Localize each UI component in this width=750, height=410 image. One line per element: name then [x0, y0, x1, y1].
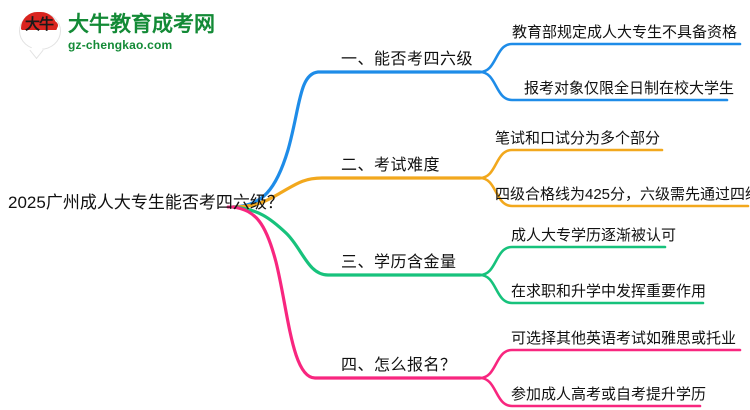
- branch-4-child-2-line: [478, 376, 702, 408]
- branch-1-child-2-label[interactable]: 报考对象仅限全日制在校大学生: [524, 80, 735, 97]
- branch-4-child-2-label[interactable]: 参加成人高考或自考提升学历: [511, 386, 707, 403]
- branch-2-child-2-label[interactable]: 四级合格线为425分，六级需先通过四级: [495, 186, 750, 203]
- branch-4-label[interactable]: 四、怎么报名？: [341, 357, 457, 374]
- branch-3-child-1-line: [478, 245, 667, 277]
- branch-3-child-2-line: [478, 273, 705, 305]
- branch-1-trunk: [231, 70, 482, 209]
- logo-wordmark: 大牛教育成考网 gz-chengkao.com: [68, 14, 215, 51]
- branch-2-child-2-line: [478, 176, 750, 208]
- root-node-label[interactable]: 2025广州成人大专生能否考四六级？: [8, 193, 284, 212]
- logo-site-name: 大牛教育成考网: [68, 12, 215, 36]
- branch-2-child-1-line: [478, 148, 664, 180]
- branch-1-child-1-label[interactable]: 教育部规定成人大专生不具备资格: [512, 24, 738, 41]
- logo-mark-text: 大牛: [24, 16, 54, 33]
- branch-2-child-1-label[interactable]: 笔试和口试分为多个部分: [495, 130, 661, 147]
- branch-4-child-1-label[interactable]: 可选择其他英语考试如雅思或托业: [511, 330, 737, 347]
- branch-2-label[interactable]: 二、考试难度: [341, 157, 441, 174]
- logo-bubble-icon: 大牛: [18, 10, 62, 54]
- red-arc-shape: [21, 12, 57, 30]
- branch-2-trunk: [231, 176, 482, 209]
- branch-3-trunk: [231, 205, 482, 277]
- branch-4-trunk: [231, 205, 482, 380]
- site-logo[interactable]: 大牛 大牛教育成考网 gz-chengkao.com: [18, 6, 248, 58]
- branch-1-child-2-line: [478, 70, 729, 102]
- red-dot-shape: [49, 21, 58, 30]
- branch-1-label[interactable]: 一、能否考四六级: [341, 51, 474, 68]
- branch-3-label[interactable]: 三、学历含金量: [341, 254, 457, 271]
- branch-1-child-1-line: [478, 42, 742, 74]
- branch-3-child-1-label[interactable]: 成人大专学历逐渐被认可: [511, 227, 677, 244]
- branch-3-child-2-label[interactable]: 在求职和升学中发挥重要作用: [511, 283, 707, 300]
- branch-4-child-1-line: [478, 348, 742, 380]
- logo-site-url: gz-chengkao.com: [68, 37, 173, 52]
